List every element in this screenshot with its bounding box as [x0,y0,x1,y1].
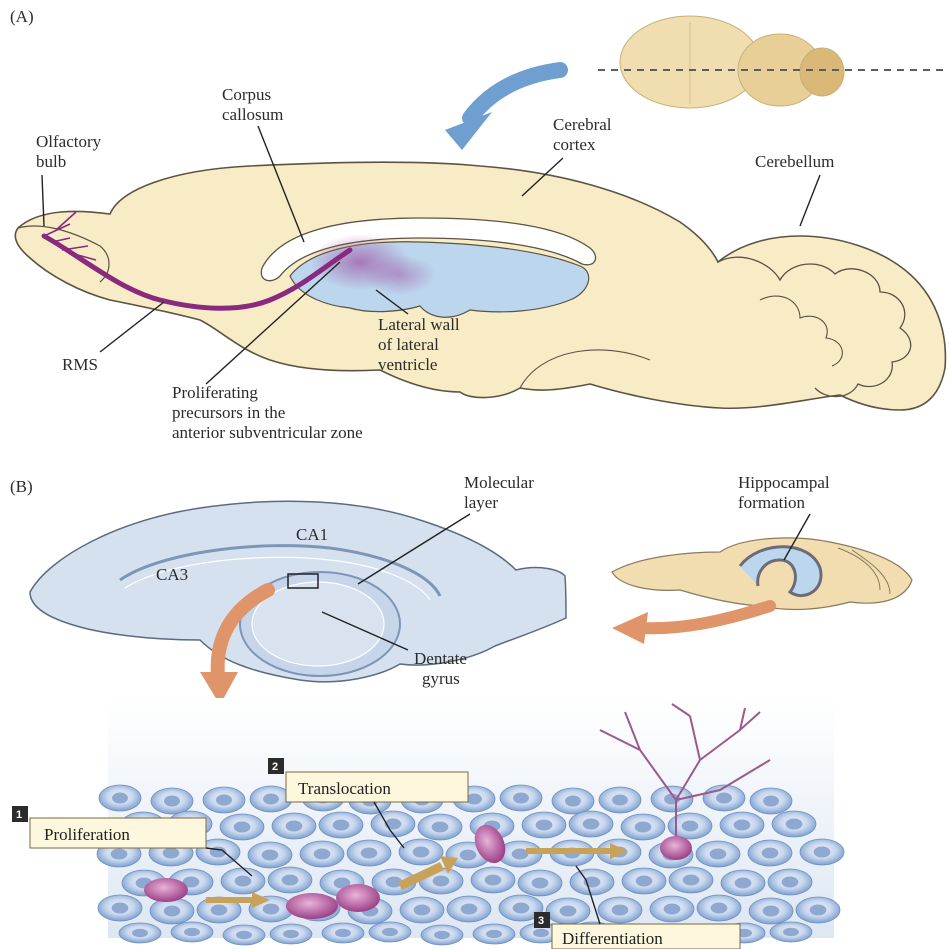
label-dentate-gyrus: Dentate gyrus [414,649,471,688]
granule-cell-nucleus [783,928,799,936]
granule-cell-nucleus [485,875,502,886]
granule-cell-nucleus [782,877,799,888]
leader-rms [100,302,164,352]
granule-cell-nucleus [216,795,232,806]
granule-cell-nucleus [132,929,148,937]
panel-b-tag: (B) [10,477,33,496]
granule-cell-nucleus [513,903,530,914]
step-num-3: 3 [538,915,544,927]
granule-cell-nucleus [786,819,803,830]
granule-cell-nucleus [112,793,128,804]
granule-cell-nucleus [286,821,303,832]
granule-cell-nucleus [810,905,827,916]
label-molecular-layer: Molecular layer [464,473,538,512]
granule-cell-nucleus [112,903,129,914]
granule-cell-nucleus [432,822,449,833]
granule-cell-nucleus [763,796,779,807]
step-label-proliferation: Proliferation [44,825,130,844]
granule-cell-nucleus [262,850,279,861]
granule-cell-nucleus [763,906,780,917]
panel-a-tag: (A) [10,7,34,26]
granule-cell-nucleus [382,928,398,936]
granule-cell-nucleus [716,793,732,804]
granule-cell-nucleus [434,931,450,939]
step-num-1: 1 [16,809,22,821]
granule-cell-nucleus [635,822,652,833]
hippocampal-brain-thumbnail [612,538,912,610]
granule-cell-nucleus [263,794,279,805]
label-rms: RMS [62,355,98,374]
granule-cell-nucleus [282,875,299,886]
label-olfactory-bulb: Olfactory bulb [36,132,105,171]
granule-cell-nucleus [111,849,128,860]
step-label-differentiation: Differentiation [562,929,663,948]
granule-cell-nucleus [664,904,681,915]
granule-cell-nucleus [283,930,299,938]
granule-cell-nucleus [335,929,351,937]
dorsal-brain-thumbnail [620,16,844,108]
granule-cell-nucleus [164,796,180,807]
label-ca1: CA1 [296,525,328,544]
granule-cell-nucleus [414,905,431,916]
granule-cell-nucleus [234,822,251,833]
granule-cell-nucleus [236,931,252,939]
granule-cell-nucleus [536,820,553,831]
granule-cell-nucleus [533,929,549,937]
label-corpus-callosum: Corpus callosum [222,85,283,124]
granule-cell-nucleus [184,928,200,936]
granule-cell-nucleus [461,904,478,915]
dividing-cell-b [336,884,380,912]
granule-cell-nucleus [263,904,280,915]
step-num-2: 2 [272,761,278,773]
granule-cell-nucleus [211,905,228,916]
granule-cell-nucleus [333,820,350,831]
granule-cell-nucleus [235,876,252,887]
granule-cell-nucleus [636,876,653,887]
granule-cell-nucleus [460,850,477,861]
granule-cell-nucleus [486,930,502,938]
leader-cerebellum [800,175,820,226]
progenitor-cell [144,878,188,902]
granule-cell-nucleus [532,878,549,889]
granule-cell-nucleus [683,875,700,886]
granule-cell-nucleus [612,905,629,916]
granule-cell-nucleus [734,820,751,831]
step-label-translocation: Translocation [298,779,391,798]
granule-cell-nucleus [711,903,728,914]
dividing-cell-a [286,893,338,919]
granule-cell-nucleus [361,848,378,859]
granule-cell-nucleus [612,795,628,806]
granule-cell-nucleus [583,819,600,830]
granule-cell-nucleus [164,906,181,917]
label-cerebellum: Cerebellum [755,152,834,171]
granule-cell-nucleus [413,847,430,858]
blue-arrow [445,70,560,150]
granule-cell-nucleus [433,876,450,887]
granule-cell-nucleus [710,849,727,860]
granule-cell-nucleus [163,848,180,859]
granule-cell-nucleus [814,847,831,858]
orange-arrow-left [612,606,770,644]
granule-cell-nucleus [513,793,529,804]
granule-cell-nucleus [560,906,577,917]
granule-cell-nucleus [314,849,331,860]
granule-cell-nucleus [682,821,699,832]
granule-cell-nucleus [512,849,529,860]
granule-cell-nucleus [565,796,581,807]
label-hippocampal-formation: Hippocampal formation [738,473,834,512]
label-ca3: CA3 [156,565,188,584]
label-cerebral-cortex: Cerebral cortex [553,115,616,154]
sagittal-brain [15,162,945,410]
dentate-granule-inset [97,698,844,945]
granule-cell-nucleus [735,878,752,889]
label-proliferating-precursors: Proliferating precursors in the anterior… [172,383,363,442]
granule-cell-nucleus [762,848,779,859]
